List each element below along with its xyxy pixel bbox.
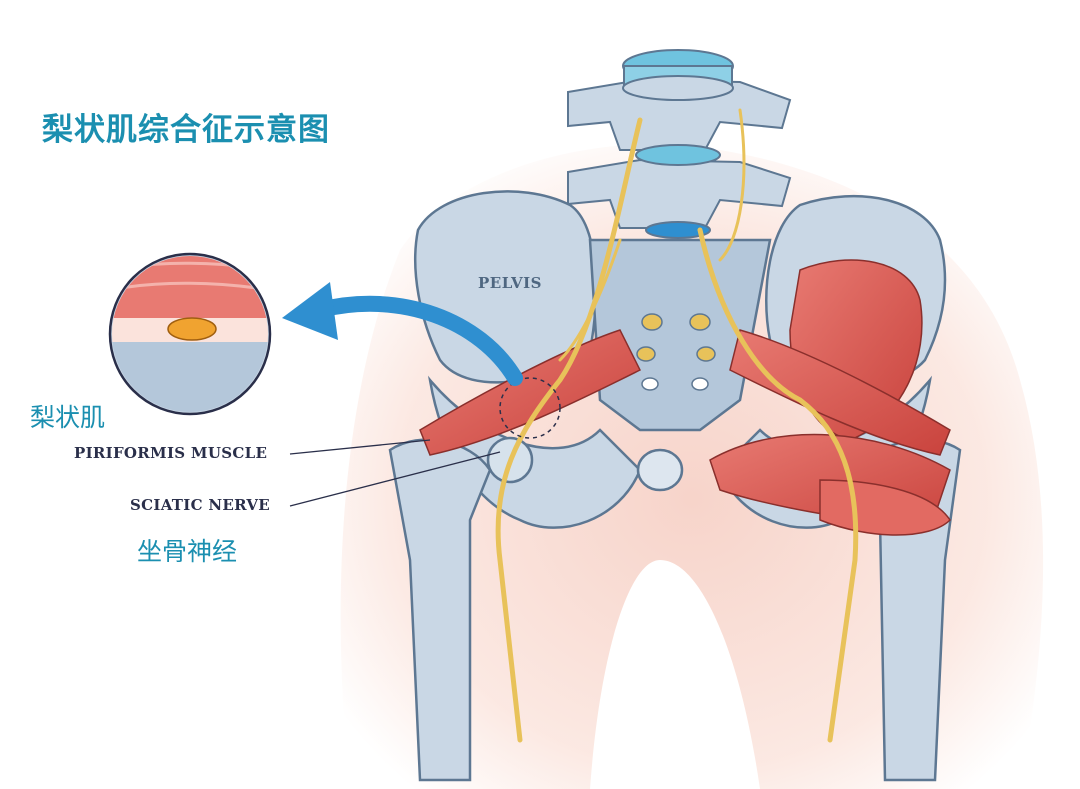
magnify-arrow — [282, 282, 523, 386]
sacral-foramina — [636, 313, 716, 391]
sciatic-cn-label: 坐骨神经 — [137, 537, 238, 566]
page-title: 梨状肌综合征示意图 — [42, 112, 330, 148]
magnified-inset — [108, 252, 272, 416]
sciatic-nerve — [495, 108, 859, 743]
lumbar-spine — [567, 49, 792, 239]
piriformis-muscle — [419, 329, 951, 456]
sciatic-en-label: SCIATIC NERVE — [130, 496, 270, 514]
leader-lines — [289, 439, 501, 507]
focus-region-circle — [499, 377, 561, 439]
piriformis-cn-label: 梨状肌 — [30, 403, 106, 432]
piriformis-en-label: PIRIFORMIS MUSCLE — [74, 444, 268, 462]
pelvis-label: PELVIS — [478, 274, 542, 292]
